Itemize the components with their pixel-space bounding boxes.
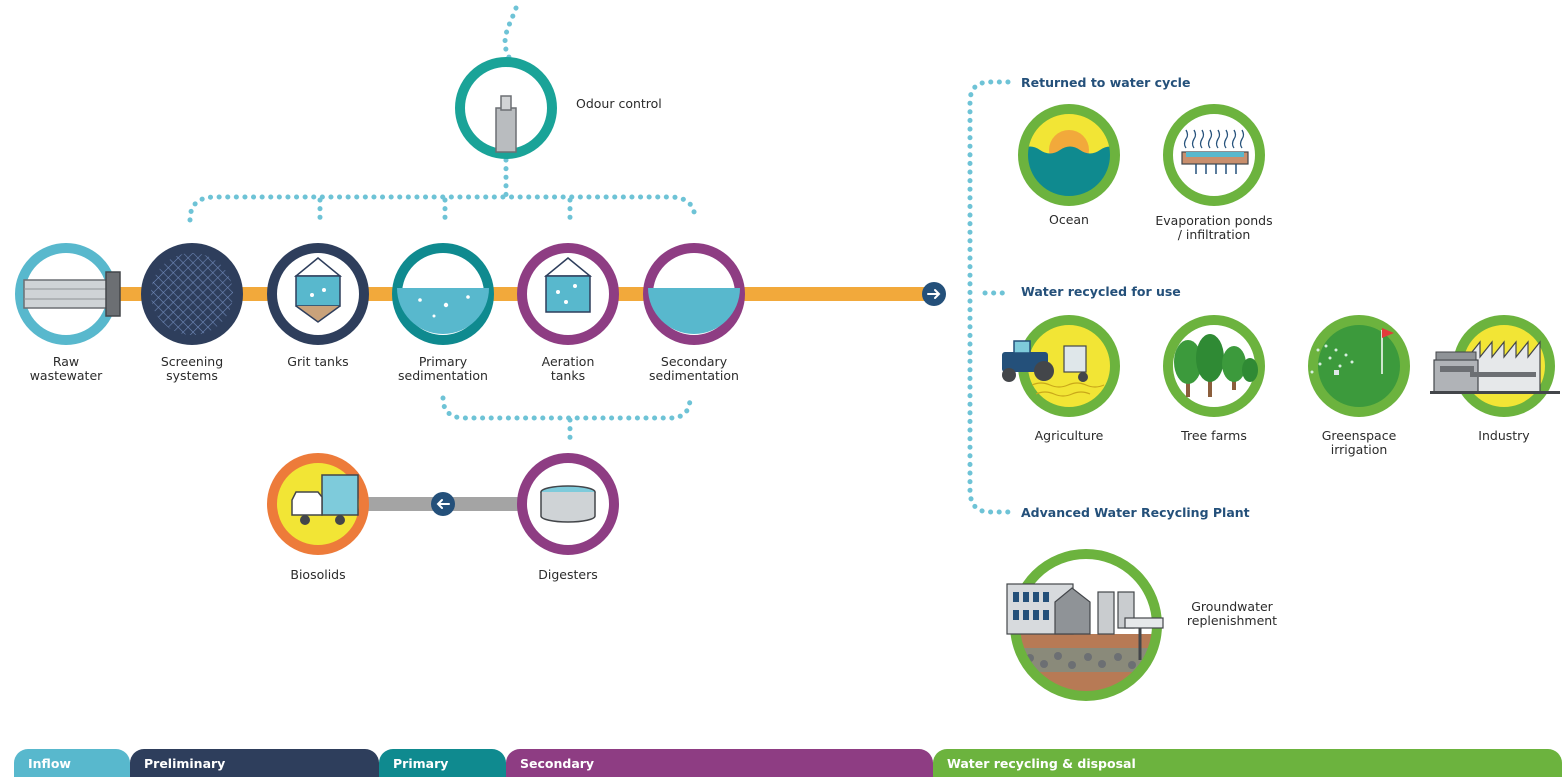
industry-label: Industry [1478,428,1530,443]
screening-systems-node [141,243,243,345]
digesters-label: Digesters [538,567,598,582]
grit-tanks-node [267,243,369,345]
secondary-sedimentation-node [643,243,745,345]
advanced-water-recycling-heading: Advanced Water Recycling Plant [1021,505,1250,520]
primary-sedimentation-label-line2: sedimentation [398,368,488,383]
agriculture-node [1002,315,1120,417]
stage-primary: Primary [379,749,506,777]
raw-wastewater-label: Raw wastewater [16,355,116,383]
groundwater-replenishment-node [1006,549,1164,701]
ocean-node [1018,104,1120,206]
biosolids-node [267,453,369,555]
greenspace-irrigation-label: Greenspace irrigation [1309,429,1409,457]
primary-sedimentation-node [392,243,494,345]
screening-systems-label-line1: Screening [160,354,224,369]
secondary-sedimentation-label-line1: Secondary [660,354,728,369]
digesters-node [517,453,619,555]
ocean-label: Ocean [1049,212,1089,227]
aeration-tanks-label-line2: tanks [550,368,586,383]
stage-preliminary: Preliminary [130,749,379,777]
tree-farms-node [1163,315,1265,417]
groundwater-replenishment-label: Groundwater replenishment [1170,600,1294,628]
odour-control-label: Odour control [576,96,662,111]
groundwater-replenishment-label-line1: Groundwater [1191,599,1273,614]
greenspace-irrigation-label-line2: irrigation [1330,442,1388,457]
raw-wastewater-label-line1: Raw [52,354,80,369]
screening-systems-label: Screening systems [142,355,242,383]
stage-water-recycling: Water recycling & disposal [933,749,1562,777]
arrow-right-icon [922,282,946,306]
raw-wastewater-node [15,243,121,345]
stage-secondary: Secondary [506,749,933,777]
biosolids-label: Biosolids [290,567,346,582]
secondary-sedimentation-label-line2: sedimentation [649,368,739,383]
tree-farms-label: Tree farms [1181,428,1247,443]
aeration-tanks-label-line1: Aeration [541,354,595,369]
aeration-tanks-node [517,243,619,345]
groundwater-replenishment-label-line2: replenishment [1186,613,1278,628]
aeration-tanks-label: Aeration tanks [518,355,618,383]
secondary-sedimentation-label: Secondary sedimentation [634,355,754,383]
evaporation-ponds-node [1163,104,1265,206]
screening-systems-label-line2: systems [166,368,218,383]
odour-control-node [455,57,557,159]
greenspace-irrigation-node [1308,315,1410,417]
arrow-left-icon [431,492,455,516]
evaporation-ponds-label-line2: / infiltration [1177,227,1251,242]
water-recycled-heading: Water recycled for use [1021,284,1181,299]
raw-wastewater-label-line2: wastewater [29,368,103,383]
evaporation-ponds-label: Evaporation ponds / infiltration [1149,214,1279,242]
greenspace-irrigation-label-line1: Greenspace [1321,428,1397,443]
grit-tanks-label: Grit tanks [287,354,349,369]
primary-sedimentation-label-line1: Primary [418,354,468,369]
odour-connector [187,5,1011,515]
industry-node [1430,315,1560,417]
returned-to-water-cycle-heading: Returned to water cycle [1021,75,1191,90]
primary-sedimentation-label: Primary sedimentation [383,355,503,383]
evaporation-ponds-label-line1: Evaporation ponds [1155,213,1273,228]
agriculture-label: Agriculture [1034,428,1104,443]
stage-inflow: Inflow [14,749,130,777]
